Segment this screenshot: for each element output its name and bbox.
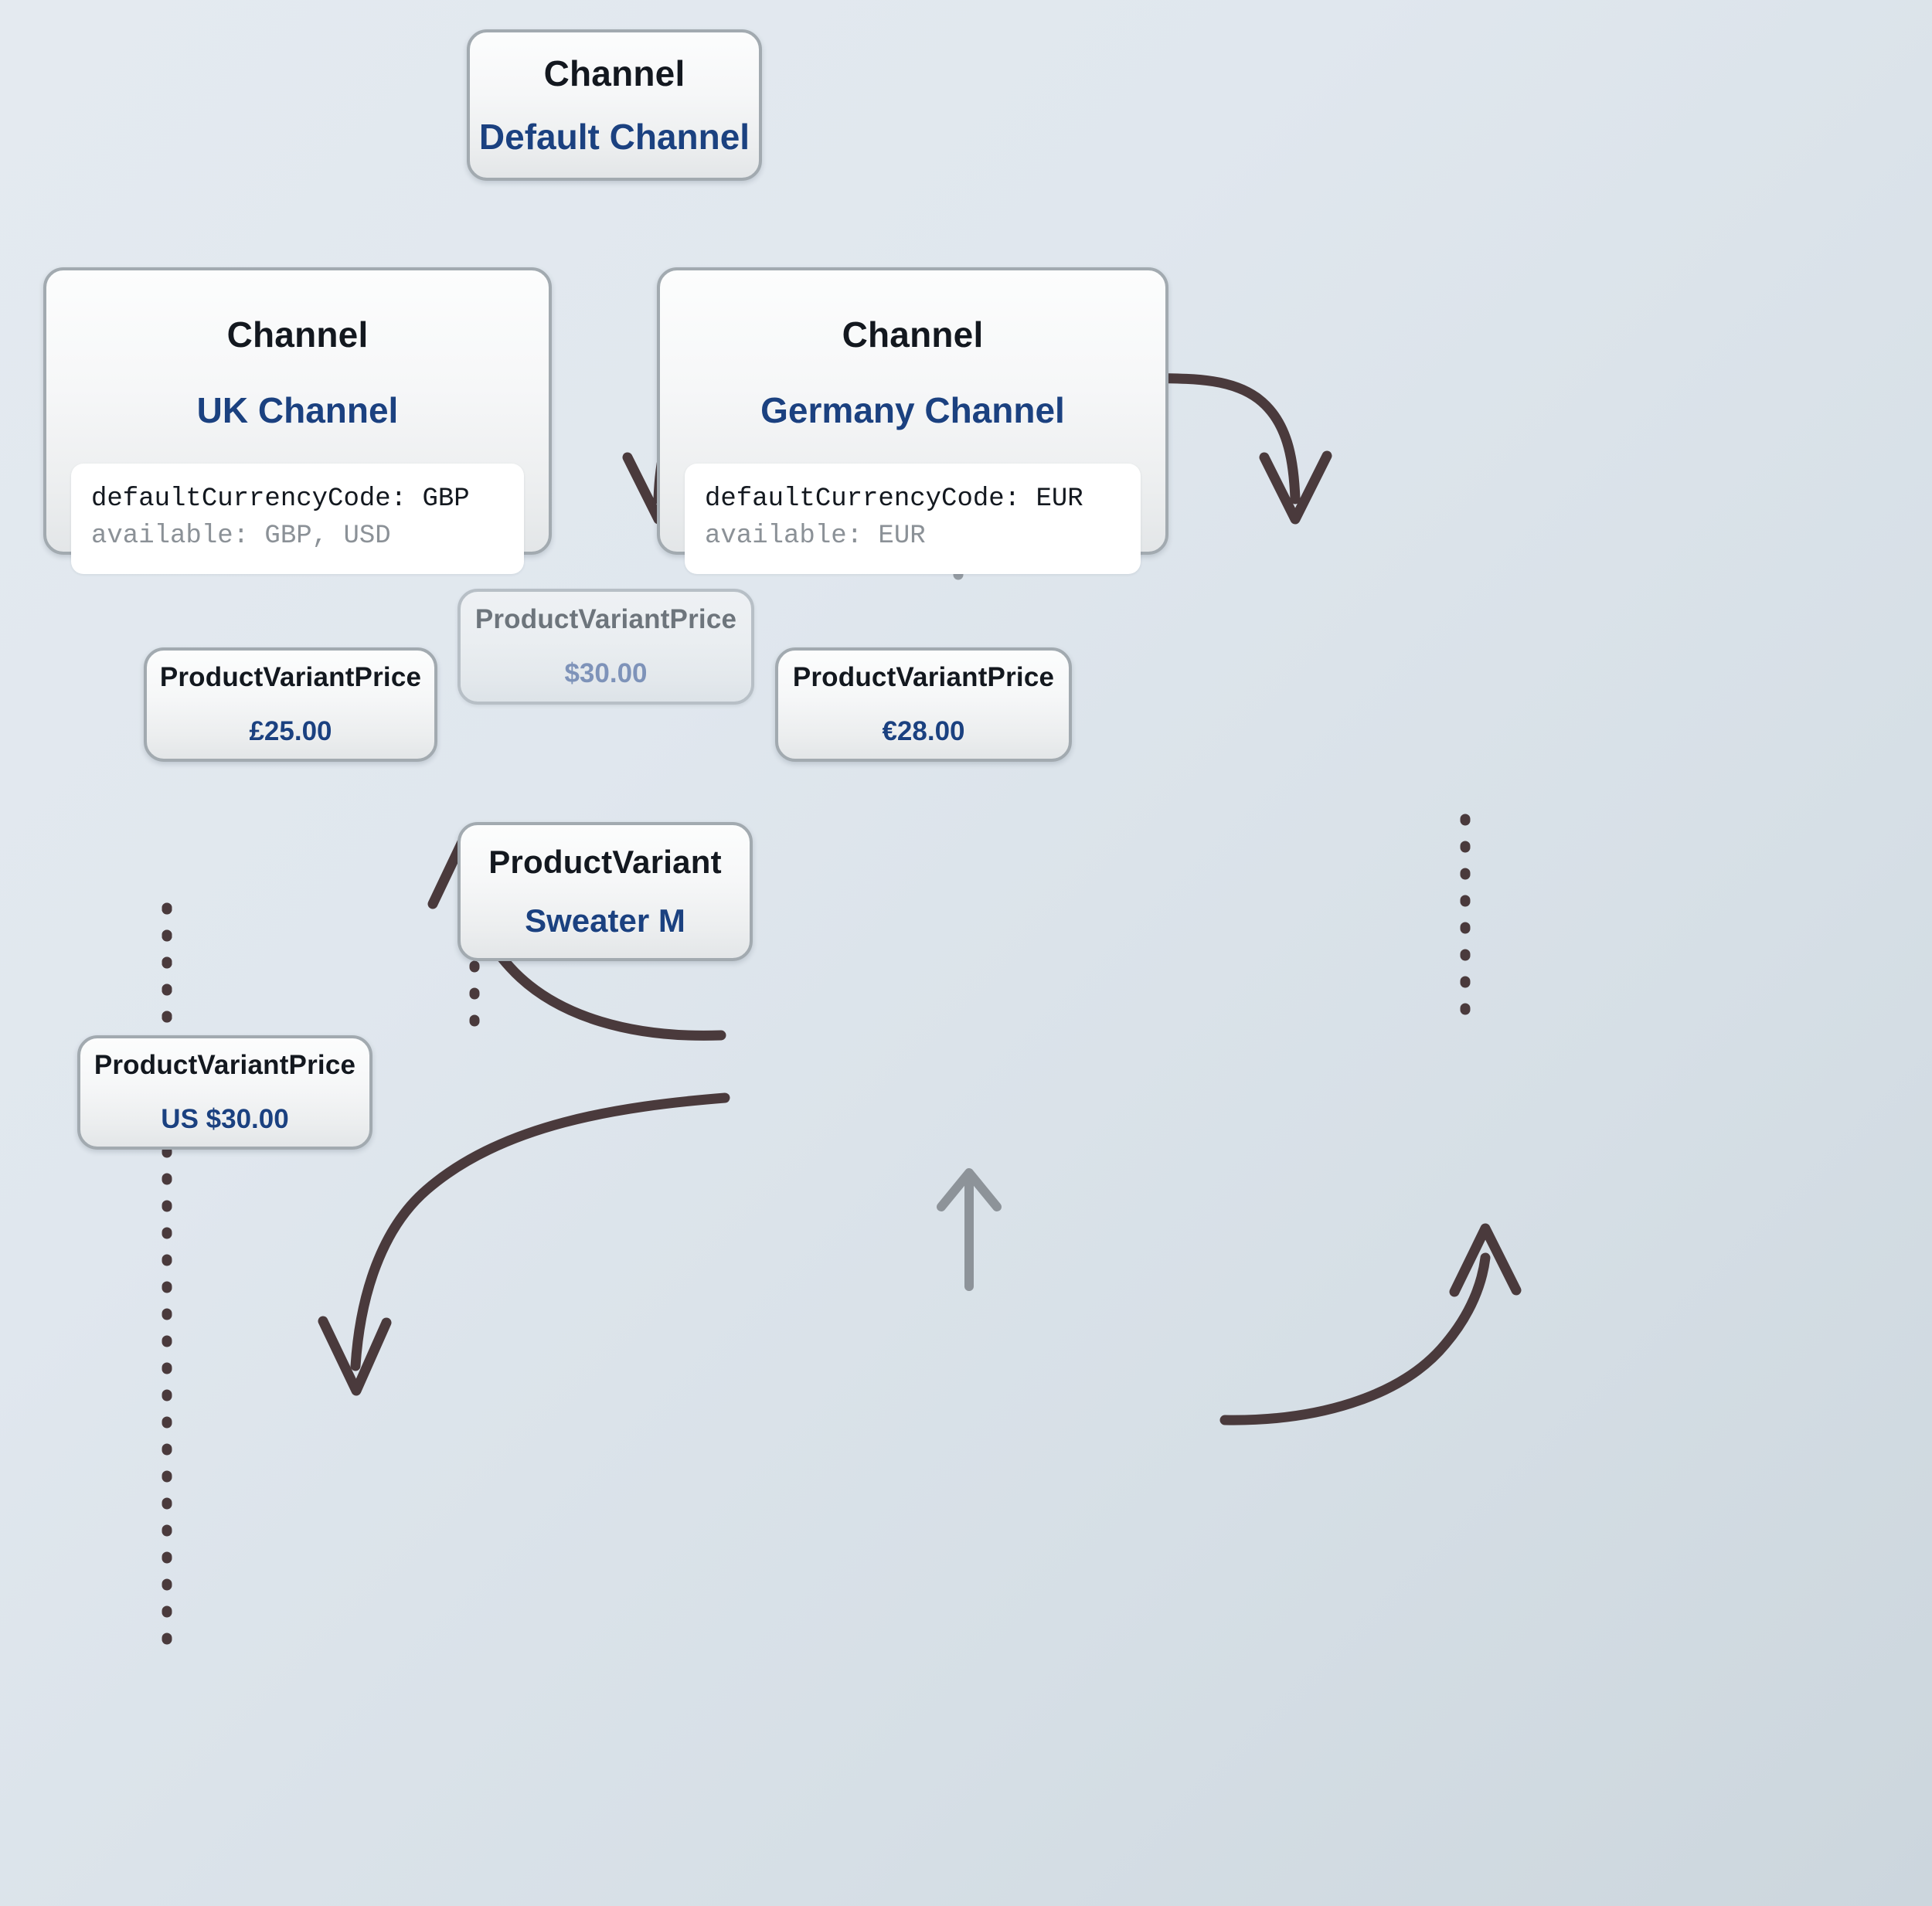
- edge-variant-to-price-usd-dim: [937, 1168, 1002, 1291]
- node-type-label: Channel: [226, 314, 369, 355]
- node-type-label: ProductVariantPrice: [792, 662, 1055, 692]
- default-currency-code-line: defaultCurrencyCode: EUR: [705, 484, 1083, 514]
- currency-panel: defaultCurrencyCode: EUR available: EUR: [685, 464, 1141, 574]
- node-price-value: €28.00: [882, 716, 965, 746]
- currency-panel: defaultCurrencyCode: GBP available: GBP,…: [71, 464, 524, 574]
- node-type-label: ProductVariant: [488, 844, 722, 880]
- node-price-gbp[interactable]: ProductVariantPrice £25.00: [144, 647, 437, 762]
- node-name-label: Germany Channel: [760, 390, 1065, 430]
- node-type-label: ProductVariantPrice: [159, 662, 422, 692]
- node-price-eur[interactable]: ProductVariantPrice €28.00: [775, 647, 1072, 762]
- node-germany-channel[interactable]: Channel Germany Channel defaultCurrencyC…: [657, 267, 1168, 574]
- node-uk-channel[interactable]: Channel UK Channel defaultCurrencyCode: …: [43, 267, 552, 574]
- node-name-label: Default Channel: [478, 117, 750, 157]
- node-price-value: $30.00: [564, 658, 648, 688]
- edge-variant-to-price-usd: [318, 1092, 730, 1396]
- node-type-label: ProductVariantPrice: [474, 604, 737, 634]
- node-price-value: US $30.00: [161, 1104, 289, 1134]
- node-default-channel[interactable]: Channel Default Channel: [467, 29, 762, 181]
- available-currencies-line: available: GBP, USD: [91, 522, 391, 552]
- node-product-variant[interactable]: ProductVariant Sweater M: [457, 822, 753, 961]
- node-price-usd-dim[interactable]: ProductVariantPrice $30.00: [457, 589, 754, 705]
- node-type-label: Channel: [543, 53, 685, 93]
- node-name-label: Sweater M: [525, 902, 685, 939]
- node-type-label: ProductVariantPrice: [94, 1050, 356, 1080]
- default-currency-code-line: defaultCurrencyCode: GBP: [91, 484, 470, 514]
- node-type-label: Channel: [842, 314, 984, 355]
- available-currencies-line: available: EUR: [705, 522, 926, 552]
- edge-variant-to-price-eur: [1219, 1223, 1522, 1425]
- node-name-label: UK Channel: [196, 390, 399, 430]
- node-price-usd[interactable]: ProductVariantPrice US $30.00: [77, 1035, 372, 1150]
- node-price-value: £25.00: [249, 716, 332, 746]
